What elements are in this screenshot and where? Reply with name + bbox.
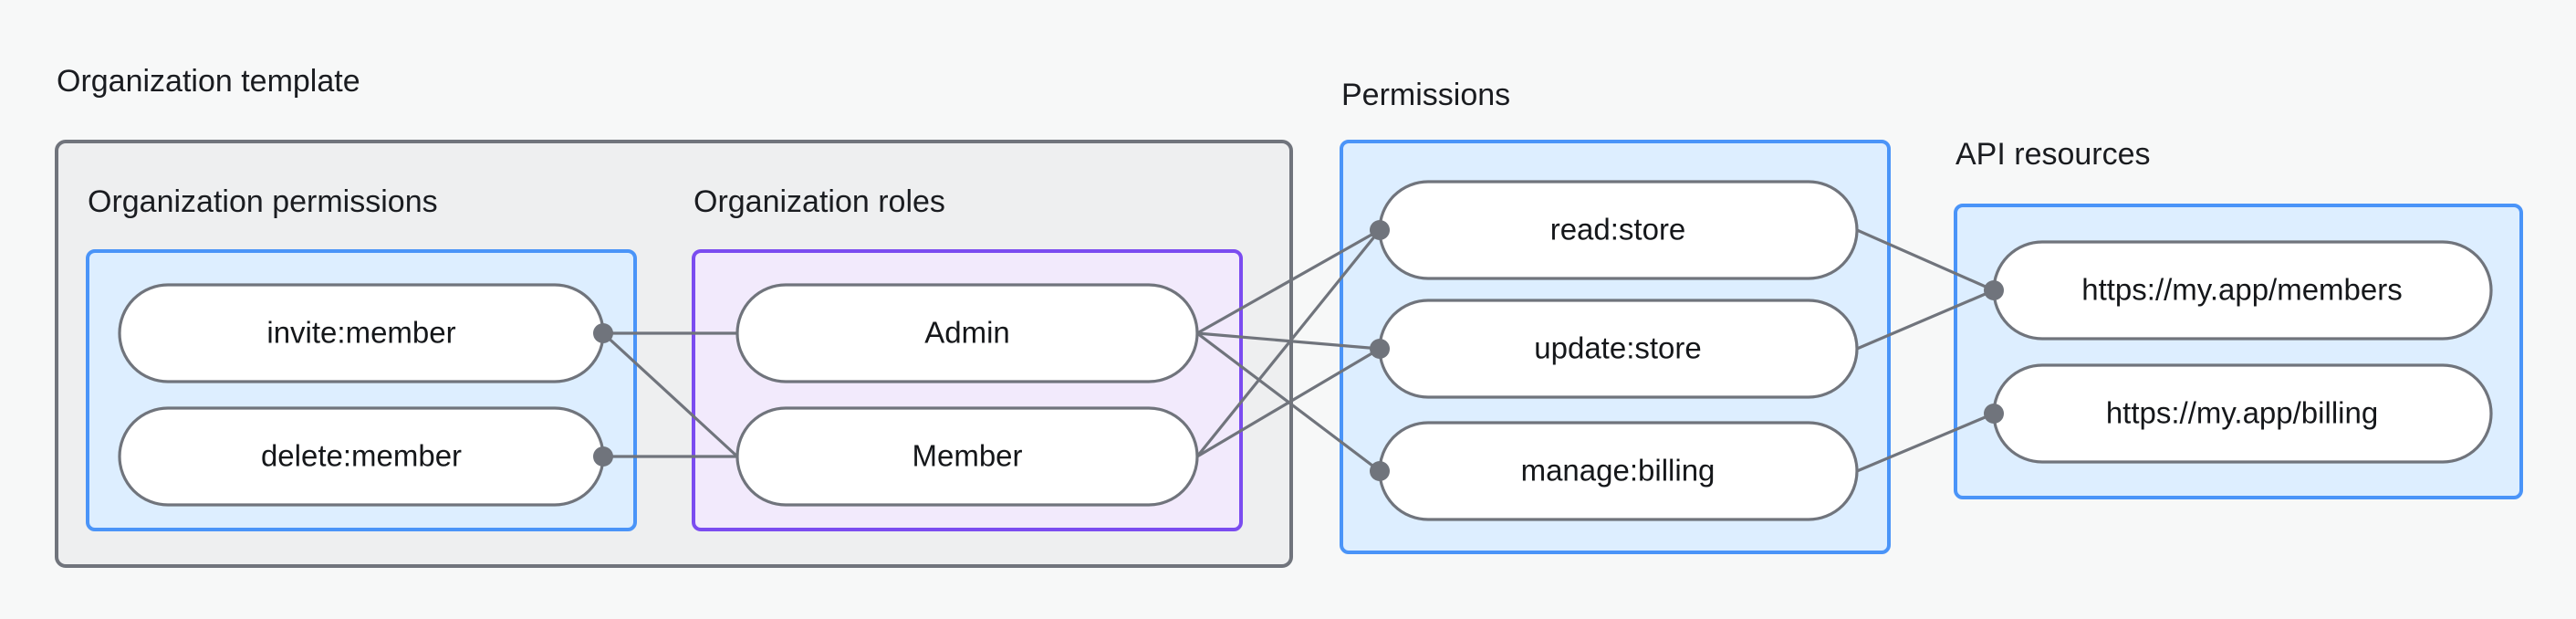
node-read-store[interactable]: read:store xyxy=(1378,180,1859,280)
node-pill-member[interactable] xyxy=(735,406,1199,507)
port-dot-delete-member-out xyxy=(593,446,613,467)
edge-read-store-to-members-url xyxy=(1856,228,1995,292)
group-label-organization-template: Organization template xyxy=(57,64,360,99)
port-dot-members-url-in xyxy=(1984,280,2004,300)
edge-member-to-update-store xyxy=(1196,347,1381,458)
port-dot-billing-url-in xyxy=(1984,404,2004,424)
node-update-store[interactable]: update:store xyxy=(1378,299,1859,399)
node-admin[interactable]: Admin xyxy=(735,283,1199,383)
node-delete-member[interactable]: delete:member xyxy=(118,406,605,507)
port-dot-manage-billing-in xyxy=(1370,461,1390,481)
port-dot-invite-member-out xyxy=(593,323,613,343)
edge-member-to-read-store xyxy=(1195,228,1382,458)
node-label-billing-url: https://my.app/billing xyxy=(2106,396,2378,430)
edge-admin-to-read-store xyxy=(1196,228,1381,335)
node-member[interactable]: Member xyxy=(735,406,1199,507)
node-billing-url[interactable]: https://my.app/billing xyxy=(1992,363,2493,464)
edge-layer xyxy=(601,228,1995,473)
edge-invite-member-to-member xyxy=(601,331,739,458)
node-pill-admin[interactable] xyxy=(735,283,1199,383)
node-manage-billing[interactable]: manage:billing xyxy=(1378,421,1859,521)
group-label-api-resources: API resources xyxy=(1955,137,2151,172)
node-invite-member[interactable]: invite:member xyxy=(118,283,605,383)
node-label-members-url: https://my.app/members xyxy=(2081,273,2403,307)
node-label-invite-member: invite:member xyxy=(266,316,455,350)
node-label-manage-billing: manage:billing xyxy=(1521,454,1716,488)
node-members-url[interactable]: https://my.app/members xyxy=(1992,240,2493,341)
node-label-admin: Admin xyxy=(924,316,1010,350)
node-label-member: Member xyxy=(912,439,1022,473)
edge-update-store-to-members-url xyxy=(1856,289,1995,351)
subgroup-label-organization-roles: Organization roles xyxy=(694,184,945,219)
port-dot-layer xyxy=(593,220,2004,481)
node-label-delete-member: delete:member xyxy=(261,439,462,473)
port-dot-read-store-in xyxy=(1370,220,1390,240)
group-label-permissions: Permissions xyxy=(1341,78,1510,112)
subgroup-label-organization-permissions: Organization permissions xyxy=(88,184,438,219)
edge-manage-billing-to-billing-url xyxy=(1856,412,1995,473)
node-label-update-store: update:store xyxy=(1534,331,1701,365)
node-label-read-store: read:store xyxy=(1550,213,1686,247)
port-dot-update-store-in xyxy=(1370,339,1390,359)
